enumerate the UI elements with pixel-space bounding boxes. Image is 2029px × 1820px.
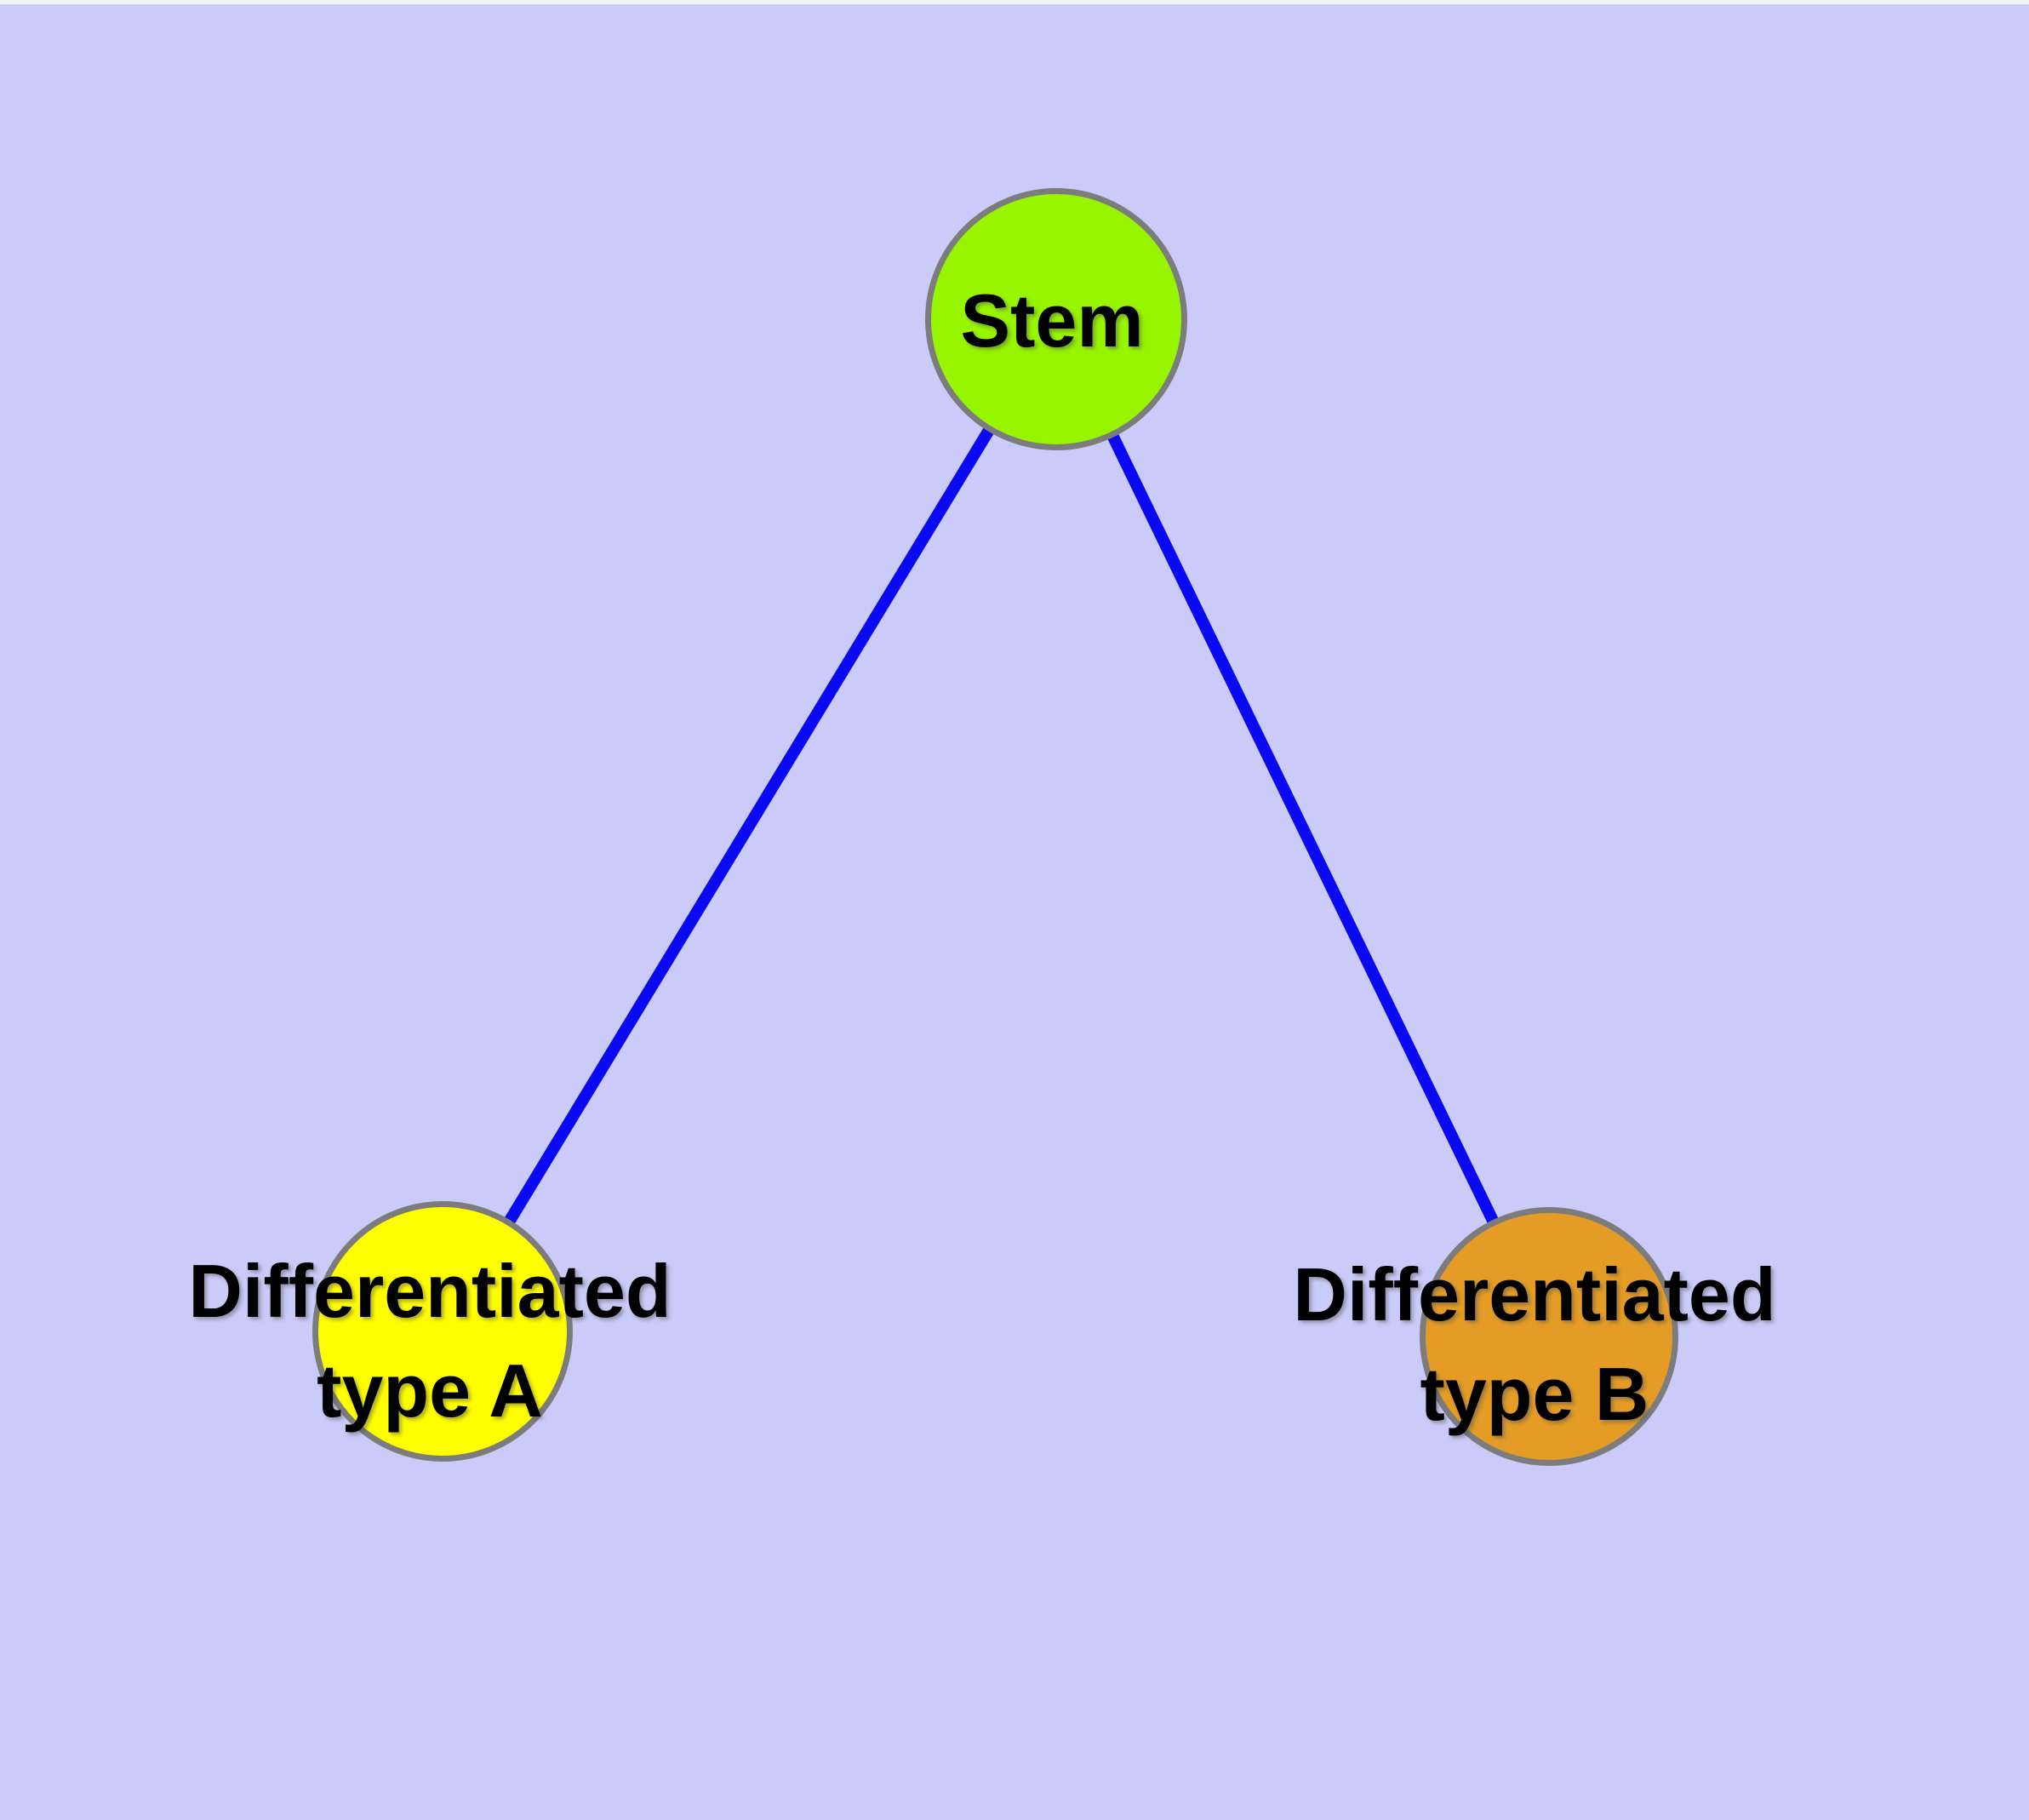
node-differentiated-type-a[interactable] <box>312 1201 573 1462</box>
edge-stem-to-type-b[interactable] <box>1050 316 1555 1340</box>
top-margin <box>0 0 2029 4</box>
node-differentiated-type-b[interactable] <box>1420 1207 1678 1466</box>
edge-stem-to-type-a[interactable] <box>437 316 1061 1335</box>
node-stem[interactable] <box>925 188 1187 450</box>
